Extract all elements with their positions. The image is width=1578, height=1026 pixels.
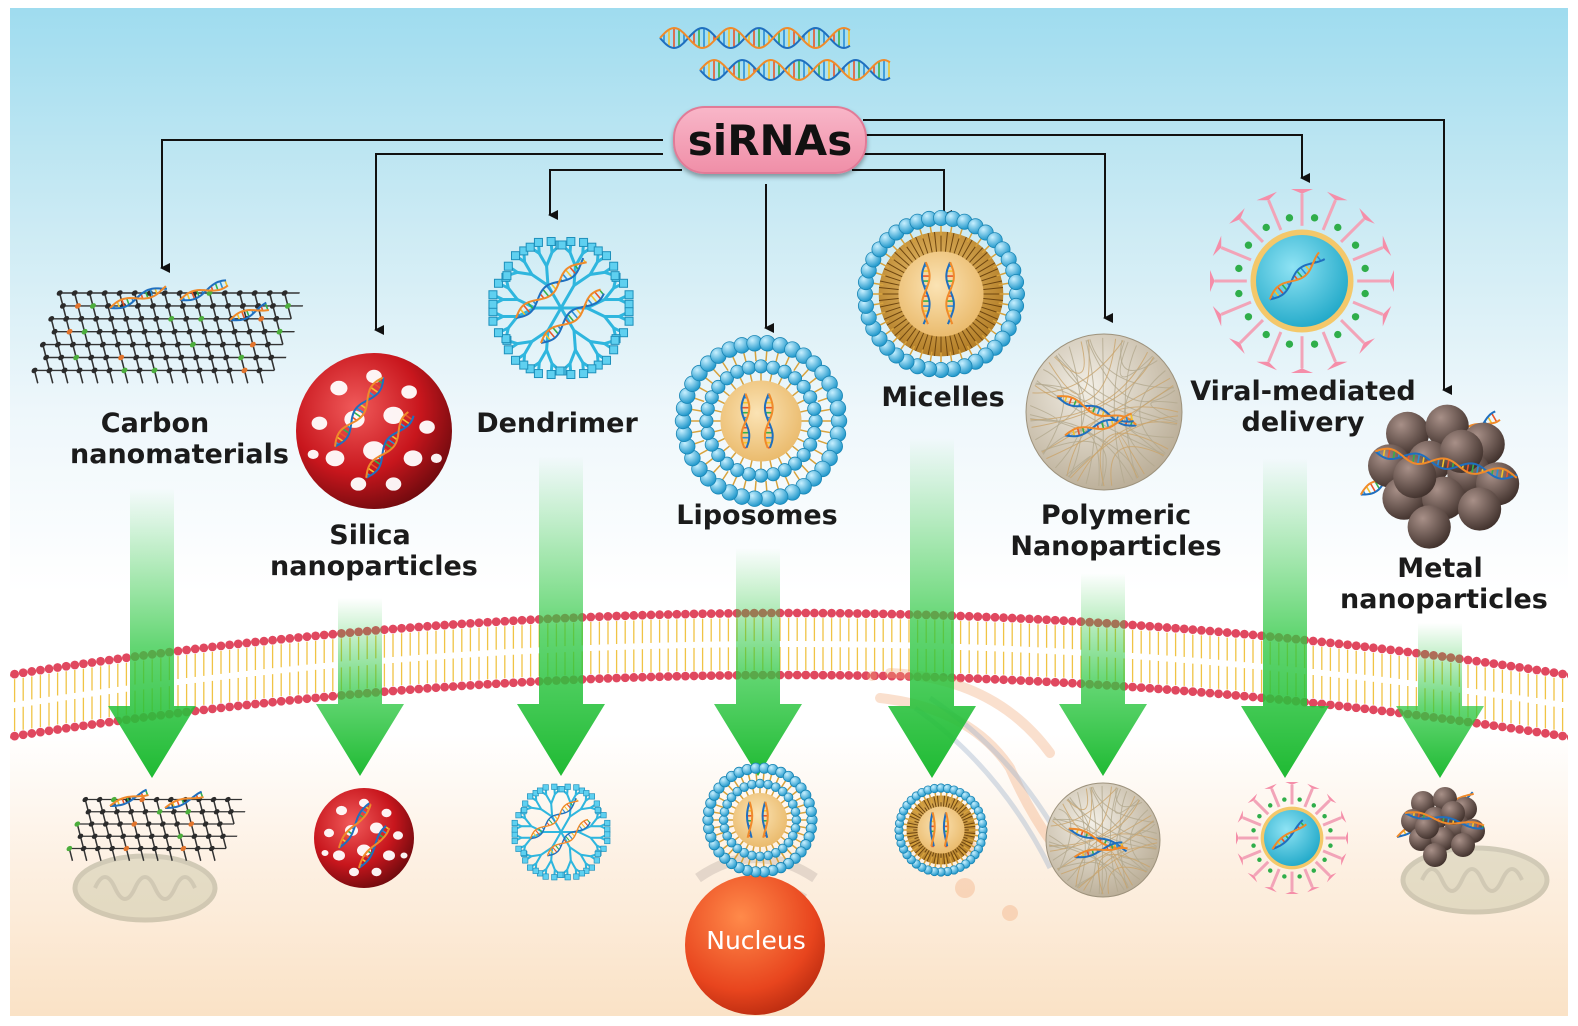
label-viral-line1: Viral-mediated: [1190, 376, 1416, 407]
arrow-viral: [1241, 458, 1329, 778]
internalized-polymeric-graphic: [1045, 782, 1161, 898]
dna-helix: [546, 818, 591, 857]
arrow-liposomes: [714, 548, 802, 776]
metal-nanoparticle-graphic: [1359, 404, 1520, 549]
internalized-dendrimer-graphic: [511, 783, 611, 881]
label-carbon-line1: Carbon: [100, 408, 210, 439]
diagram-canvas: siRNAs Carbon nanomaterials Silica nanop…: [10, 8, 1568, 1016]
label-dendrimer-line1: Dendrimer: [476, 408, 638, 439]
arrow-silica: [316, 598, 404, 776]
dna-helix: [1271, 819, 1307, 851]
dna-helix: [699, 58, 891, 82]
label-metal-line2: nanoparticles: [1340, 584, 1548, 615]
label-liposomes: Liposomes: [672, 500, 842, 531]
internalized-carbon-graphic: [66, 796, 246, 862]
dna-helix: [1268, 251, 1326, 301]
arrow-metal: [1396, 623, 1484, 778]
polymeric-nanoparticle-graphic: [1025, 333, 1183, 491]
dna-helix: [945, 261, 955, 325]
sirna-hub-label: siRNAs: [673, 106, 867, 174]
nucleus-label: Nucleus: [706, 926, 806, 955]
dna-helix: [1374, 447, 1518, 480]
dna-helix: [745, 801, 754, 839]
dendrimer-graphic: [488, 236, 634, 380]
label-carbon-nanomaterials: Carbon nanomaterials: [70, 408, 289, 470]
internalized-silica-graphic: [314, 788, 414, 888]
label-polymeric-line2: Nanoparticles: [1010, 531, 1222, 562]
dna-helix: [358, 825, 391, 869]
dna-helix: [763, 393, 774, 449]
dna-helix: [1073, 841, 1124, 859]
arrow-polymeric: [1059, 573, 1147, 776]
liposome-graphic: [674, 335, 848, 507]
label-micelles: Micelles: [868, 382, 1018, 413]
label-dendrimer: Dendrimer: [472, 408, 642, 439]
dna-helix: [659, 26, 851, 50]
dna-helix: [515, 257, 587, 319]
dna-helix: [920, 261, 931, 325]
mitochondrion-left: [72, 853, 218, 923]
label-metal-line1: Metal: [1397, 553, 1483, 584]
dna-helix: [740, 393, 751, 449]
sirna-helix-graphic: [659, 26, 891, 82]
dna-helix: [929, 812, 936, 848]
silica-nanoparticle-graphic: [296, 353, 452, 509]
label-polymeric-nanoparticles: Polymeric Nanoparticles: [1006, 500, 1226, 562]
label-liposomes-line1: Liposomes: [676, 500, 838, 531]
dna-helix: [529, 797, 579, 840]
internalized-metal-graphic: [1396, 787, 1485, 867]
carbon-nanomaterial-graphic: [31, 290, 304, 384]
dna-helix: [179, 279, 229, 302]
viral-vector-graphic: [1210, 189, 1394, 373]
label-metal-nanoparticles: Metal nanoparticles: [1340, 553, 1548, 615]
label-viral-mediated-delivery: Viral-mediated delivery: [1188, 376, 1418, 438]
dna-helix: [1056, 395, 1138, 427]
connector-lines: [160, 119, 1452, 395]
label-carbon-line2: nanomaterials: [70, 439, 289, 470]
dna-helix: [164, 790, 204, 809]
dna-helix: [540, 288, 605, 344]
internalized-liposome-graphic: [702, 762, 818, 878]
dna-helix: [761, 801, 769, 839]
dna-helix: [365, 411, 415, 479]
label-viral-line2: delivery: [1241, 407, 1365, 438]
dna-helix: [109, 285, 167, 310]
arrow-carbon: [108, 488, 196, 778]
dna-helix: [942, 812, 950, 848]
dna-helix: [338, 802, 372, 849]
diagram-graphics: [10, 26, 1568, 1015]
dna-helix: [1404, 811, 1485, 830]
label-polymeric-line1: Polymeric: [1040, 500, 1192, 531]
label-micelles-line1: Micelles: [881, 382, 1005, 413]
internalized-micelle-graphic: [894, 783, 988, 877]
internalized-viral-graphic: [1236, 782, 1348, 894]
uptake-arrows: [108, 438, 1484, 778]
arrow-micelles: [888, 438, 976, 778]
dna-helix: [229, 301, 270, 322]
dna-helix: [334, 376, 385, 448]
label-silica-line1: Silica: [329, 520, 411, 551]
label-silica-line2: nanoparticles: [270, 551, 478, 582]
dna-helix: [1064, 412, 1134, 438]
arrow-dendrimer: [517, 456, 605, 776]
label-silica-nanoparticles: Silica nanoparticles: [270, 520, 478, 582]
carrier-graphics: [31, 189, 1520, 898]
micelle-graphic: [857, 209, 1026, 378]
dna-helix: [109, 788, 149, 807]
